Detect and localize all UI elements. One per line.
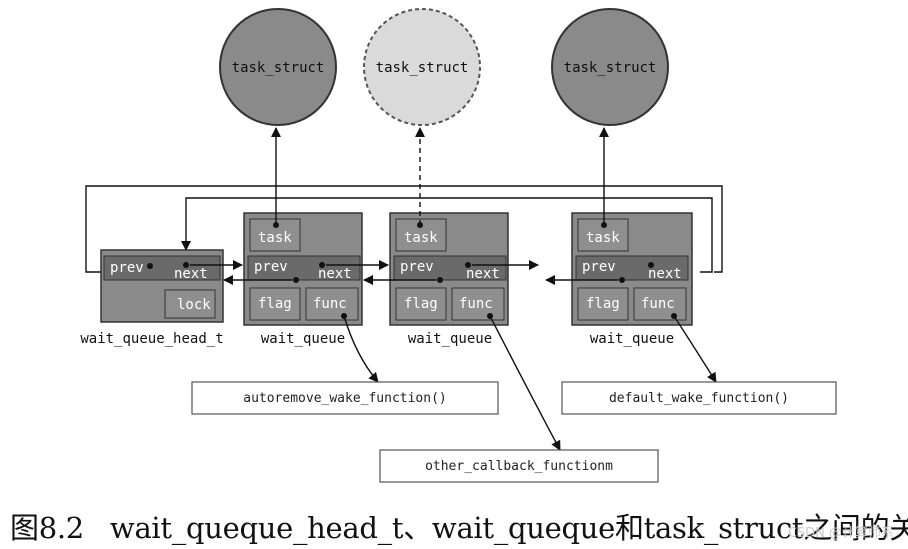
queue-flag-label: flag (586, 296, 620, 312)
function-box-other: other_callback_functionm (379, 449, 659, 483)
wait-queue-3: task prev next flag func wait_queue (571, 212, 693, 347)
queue-func-label: func (313, 296, 347, 312)
function-box-autoremove: autoremove_wake_function() (191, 381, 499, 415)
outer-prev-loop (85, 185, 723, 273)
queue-prev-label: prev (400, 259, 434, 275)
queue-caption: wait_queue (261, 331, 345, 347)
figure-number: 图8.2 (10, 511, 84, 545)
task-struct-node-1: task_struct (219, 8, 337, 126)
queue-task-label: task (586, 230, 620, 246)
wait-queue-head: prev next lock wait_queue_head_t (80, 249, 224, 347)
queue-task-label: task (258, 230, 292, 246)
list-loop-lines (85, 185, 723, 273)
watermark: CSDN @计算师系 (787, 526, 894, 541)
task-struct-label: task_struct (232, 60, 325, 76)
queue-prev-label: prev (582, 259, 616, 275)
head-caption: wait_queue_head_t (80, 331, 223, 347)
func-pointer-3 (673, 315, 717, 383)
queue-flag-label: flag (258, 296, 292, 312)
function-box-default: default_wake_function() (561, 381, 837, 415)
queue-task-label: task (404, 230, 438, 246)
func-pointer-2 (489, 315, 561, 451)
wait-queue-1: task prev next flag func wait_queue (243, 212, 363, 347)
queue-next-label: next (648, 266, 682, 282)
queue-next-label: next (466, 266, 500, 282)
queue-caption: wait_queue (590, 331, 674, 347)
wait-queue-2: task prev next flag func wait_queue (389, 212, 509, 347)
head-lock-label: lock (177, 297, 211, 313)
inner-next-loop (181, 197, 713, 273)
head-prev-label: prev (110, 260, 144, 276)
queue-prev-label: prev (254, 259, 288, 275)
figure-caption-text: wait_queque_head_t、wait_queque和task_stru… (109, 511, 908, 545)
figure-caption: 图8.2 wait_queque_head_t、wait_queque和task_… (10, 505, 908, 547)
queue-flag-label: flag (404, 296, 438, 312)
head-next-label: next (174, 266, 208, 282)
queue-next-label: next (318, 266, 352, 282)
queue-caption: wait_queue (408, 331, 492, 347)
task-struct-node-2: task_struct (363, 8, 481, 126)
function-label: autoremove_wake_function() (243, 391, 447, 406)
queue-func-label: func (641, 296, 675, 312)
task-struct-label: task_struct (376, 60, 469, 76)
task-struct-label: task_struct (564, 60, 657, 76)
task-struct-node-3: task_struct (551, 8, 669, 126)
function-label: default_wake_function() (609, 391, 789, 406)
queue-func-label: func (459, 296, 493, 312)
function-label: other_callback_functionm (425, 459, 613, 474)
func-pointer-1 (343, 315, 379, 383)
